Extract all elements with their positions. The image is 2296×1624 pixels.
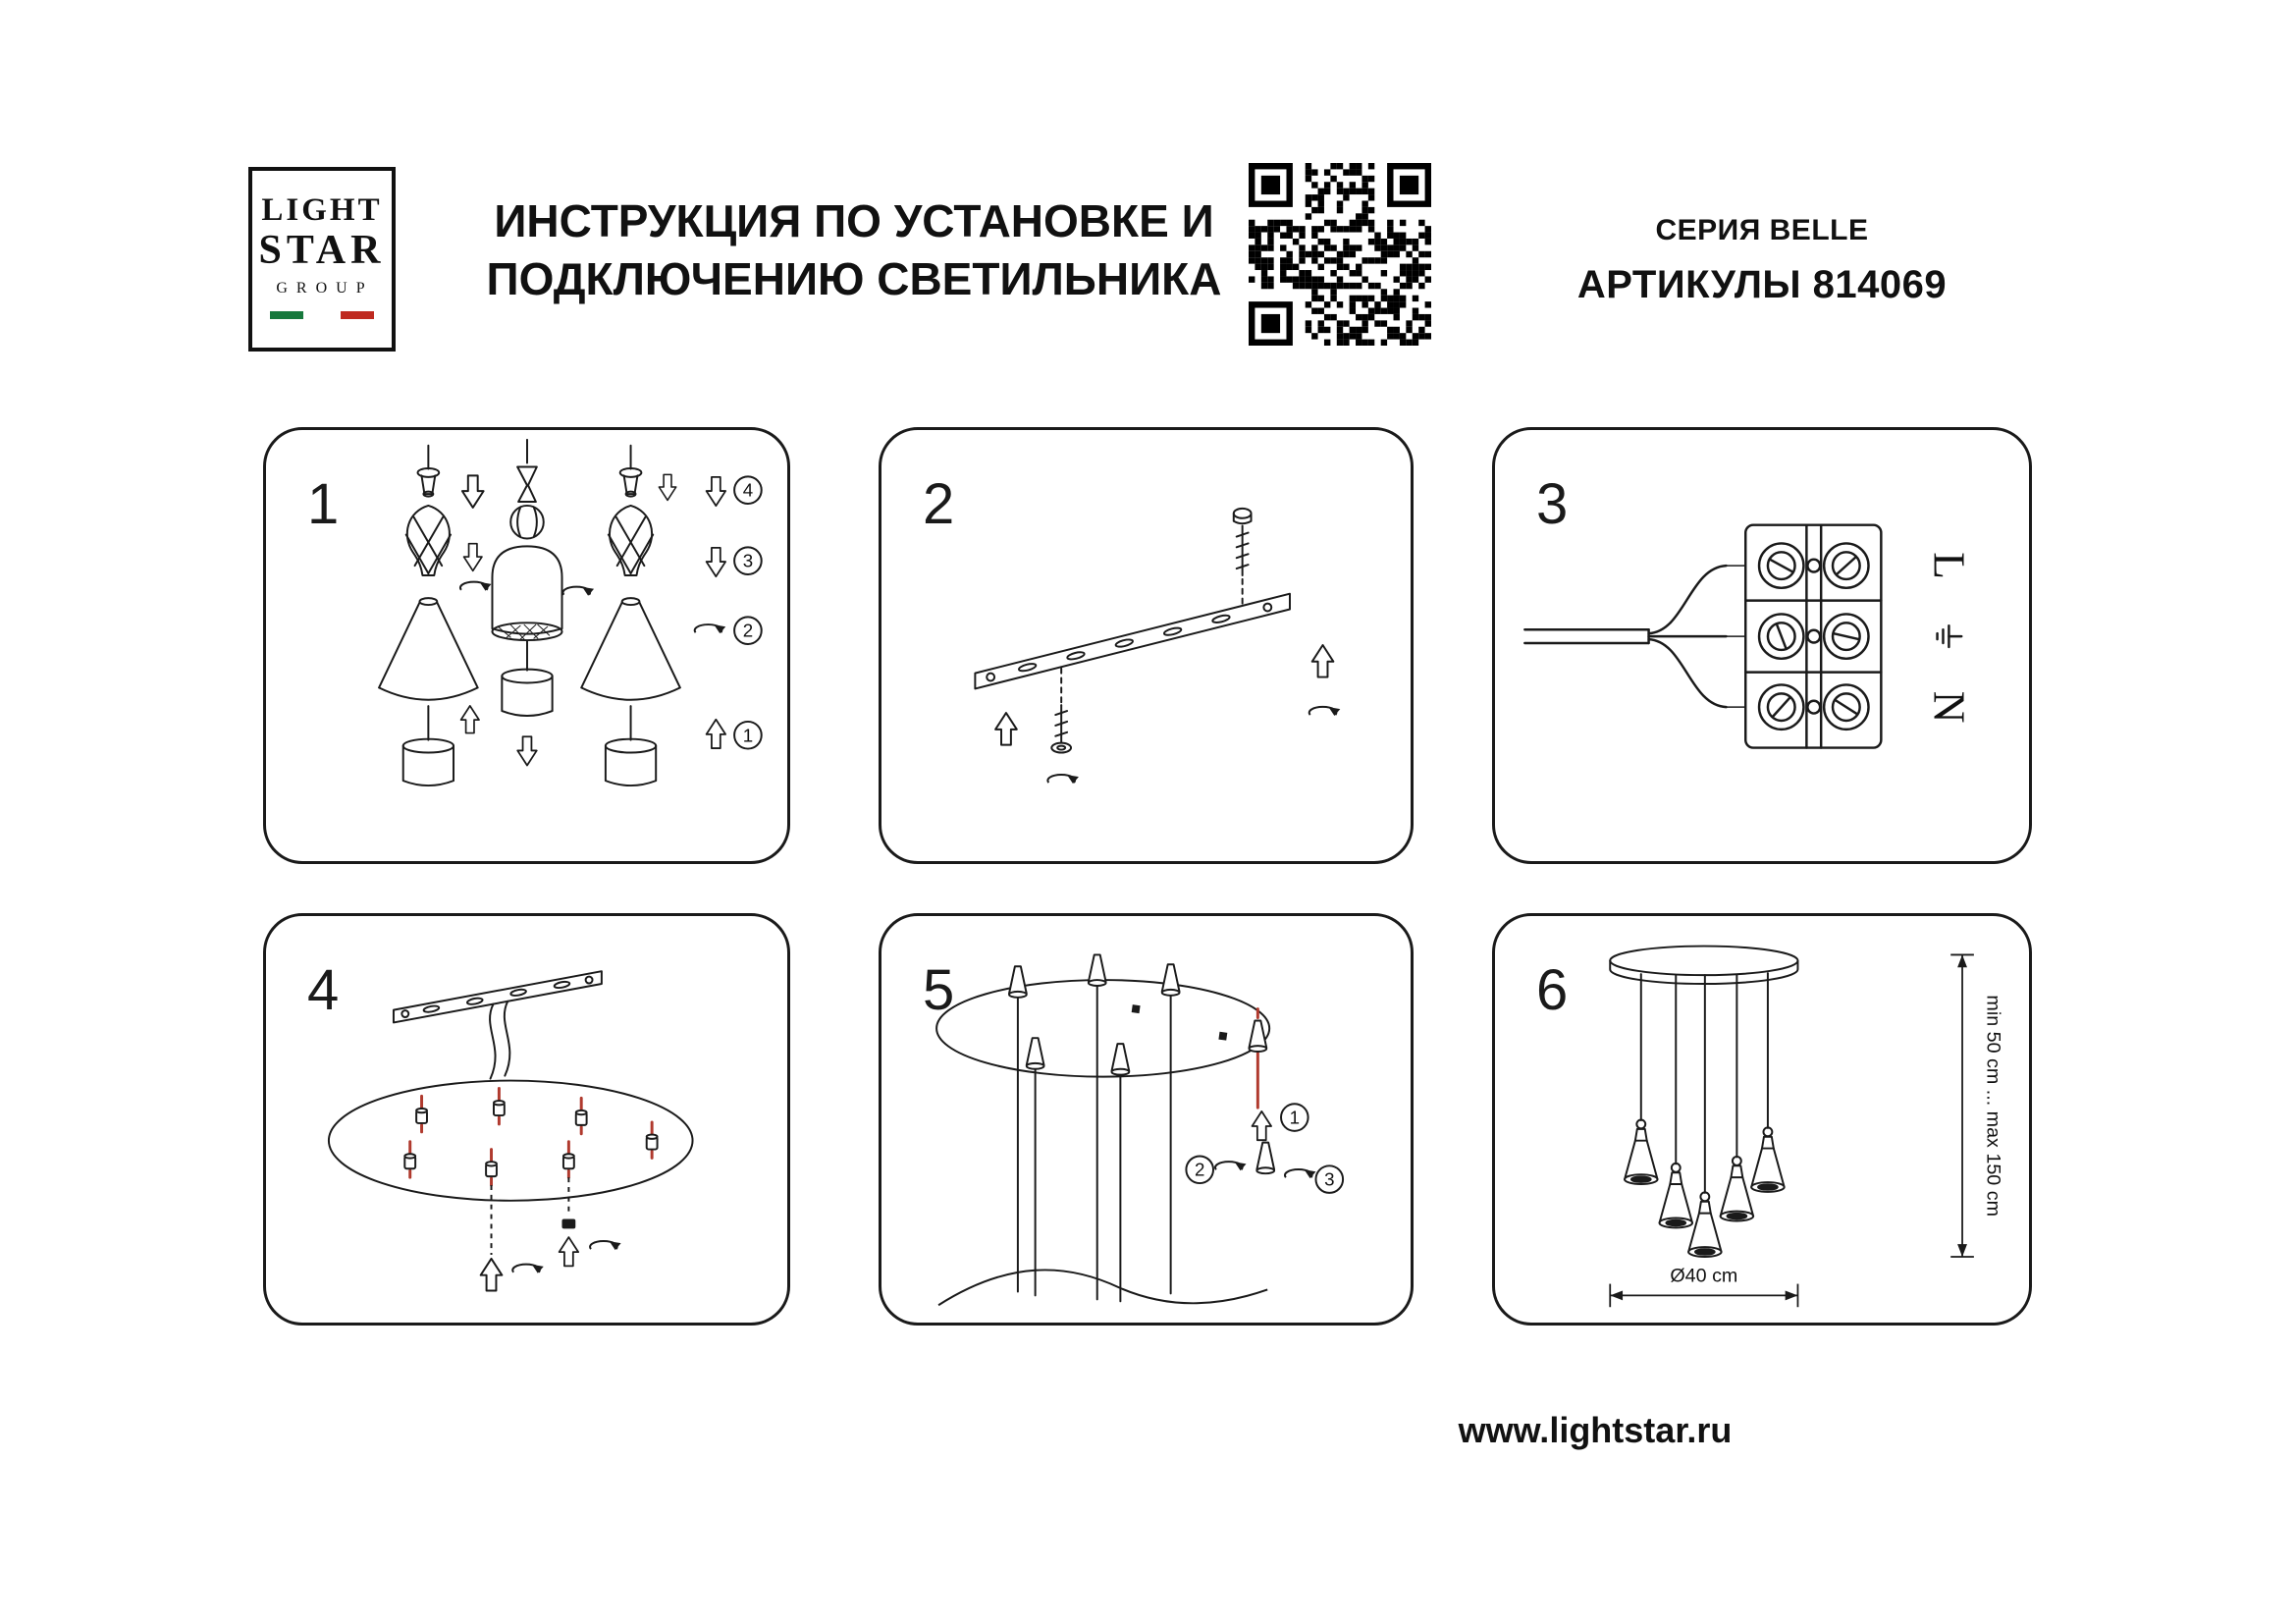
panel-4-number: 4 [307,958,340,1022]
canopy-mounting-diagram [327,970,694,1292]
up-arrow-icon [705,718,727,749]
title-line-2: ПОДКЛЮЧЕНИЮ СВЕТИЛЬНИКА [486,252,1222,304]
panel-step-2: 2 [879,427,1414,864]
terminal-block [1743,523,1883,749]
panel-5-number: 5 [923,958,955,1022]
up-arrow-icon [479,1257,504,1292]
cable-grips [403,1100,659,1178]
diameter-dimension [1609,1283,1799,1308]
rotate-arrow-icon [458,580,493,592]
title-line-1: ИНСТРУКЦИЯ ПО УСТАНОВКЕ И [494,195,1214,246]
up-arrow-icon [558,1236,580,1268]
rotate-arrow-icon [589,1239,622,1252]
down-arrow-icon [705,475,727,508]
lamp-column-middle [491,438,563,718]
canopy-plate [1609,945,1799,977]
cone-grip-icon [1160,963,1181,997]
rotate-arrow-icon [1213,1161,1248,1172]
panel-step-6: 6 [1492,913,2032,1326]
rotate-arrow-icon [561,585,596,597]
logo-word-group: GROUP [276,280,374,298]
lamp-column-left [378,444,479,787]
page-title: ИНСТРУКЦИЯ ПО УСТАНОВКЕ И ПОДКЛЮЧЕНИЮ СВ… [412,192,1296,308]
step-badge: 1 [743,725,753,745]
step-badge: 3 [743,551,753,571]
rotate-arrow-icon [1046,773,1080,785]
fixing-dot [1131,1004,1141,1014]
pendant-lamp [1719,1155,1755,1222]
lock-nut [561,1218,576,1229]
lamp-exploded-diagram: 4 3 2 1 [378,438,763,787]
fixing-dot [1218,1031,1228,1041]
ground-icon [1936,624,1963,649]
series-label: СЕРИЯ BELLE [1655,214,1869,246]
logo-word-light: LIGHT [261,192,383,228]
series-block: СЕРИЯ BELLE АРТИКУЛЫ 814069 [1531,214,1993,307]
panel-step-5: 5 1 [879,913,1414,1326]
lamp-column-right [580,444,681,787]
mounting-bracket-diagram [974,507,1342,785]
italian-flag-icon [270,311,374,320]
terminal-label-n: N [1924,691,1973,724]
up-arrow-icon [1310,644,1335,678]
screw-top [1232,507,1253,605]
diameter-dimension-label: Ø40 cm [1670,1266,1737,1287]
cone-grip-icon [1008,965,1028,999]
height-dimension [1950,953,1974,1258]
assembled-fixture-diagram: min 50 cm ... max 150 cm Ø40 cm [1609,945,2004,1308]
up-arrow-icon [459,705,480,734]
canopy-plate [327,1079,694,1202]
logo-word-star: STAR [258,228,386,273]
up-arrow-icon [994,712,1018,746]
lightstar-logo: LIGHT STAR GROUP [248,167,396,352]
panel-step-4: 4 [263,913,790,1326]
panel-step-3: 3 [1492,427,2032,864]
step-badge: 2 [743,621,753,641]
terminal-label-l: L [1924,552,1973,579]
cable-suspension-diagram: 1 2 3 [935,953,1345,1307]
canopy-plate [935,979,1271,1078]
down-arrow-icon [462,542,483,572]
up-arrow-icon [1251,1110,1272,1142]
rotate-arrow-icon [693,623,727,635]
mounting-bracket [392,970,603,1024]
article-label: АРТИКУЛЫ 814069 [1576,263,1948,306]
down-arrow-icon [460,474,485,509]
panel-step-1: 1 [263,427,790,864]
terminal-wiring-diagram: L N [1523,523,1973,749]
website-label: www.lightstar.ru [1458,1410,1733,1450]
rotate-arrow-icon [1283,1168,1317,1180]
rotate-arrow-icon [1308,705,1342,718]
step-badge: 3 [1324,1169,1334,1190]
step-badge: 4 [743,480,753,501]
rotate-arrow-icon [511,1263,545,1274]
cone-grip-icon [1255,1141,1276,1175]
pendant-lamp [1624,1118,1659,1186]
pendant-lamp [1658,1162,1694,1229]
pendant-lamp [1687,1191,1723,1258]
panel-3-number: 3 [1536,472,1569,536]
qr-code [1249,163,1431,346]
screw-bottom [1050,667,1073,754]
height-dimension-label: min 50 cm ... max 150 cm [1983,995,2004,1217]
panel-2-number: 2 [923,472,955,536]
break-line [937,1269,1268,1307]
pendant-lamp [1750,1126,1786,1193]
supply-cable [1523,564,1760,709]
red-cable-stubs [408,1086,654,1187]
down-arrow-icon [658,473,677,502]
panel-1-number: 1 [307,472,340,536]
down-arrow-icon [705,546,727,578]
step-badge: 2 [1195,1160,1204,1180]
cone-grip-icon [1087,953,1107,987]
down-arrow-icon [516,735,538,767]
panel-6-number: 6 [1536,958,1569,1022]
step-badge: 1 [1290,1108,1300,1128]
